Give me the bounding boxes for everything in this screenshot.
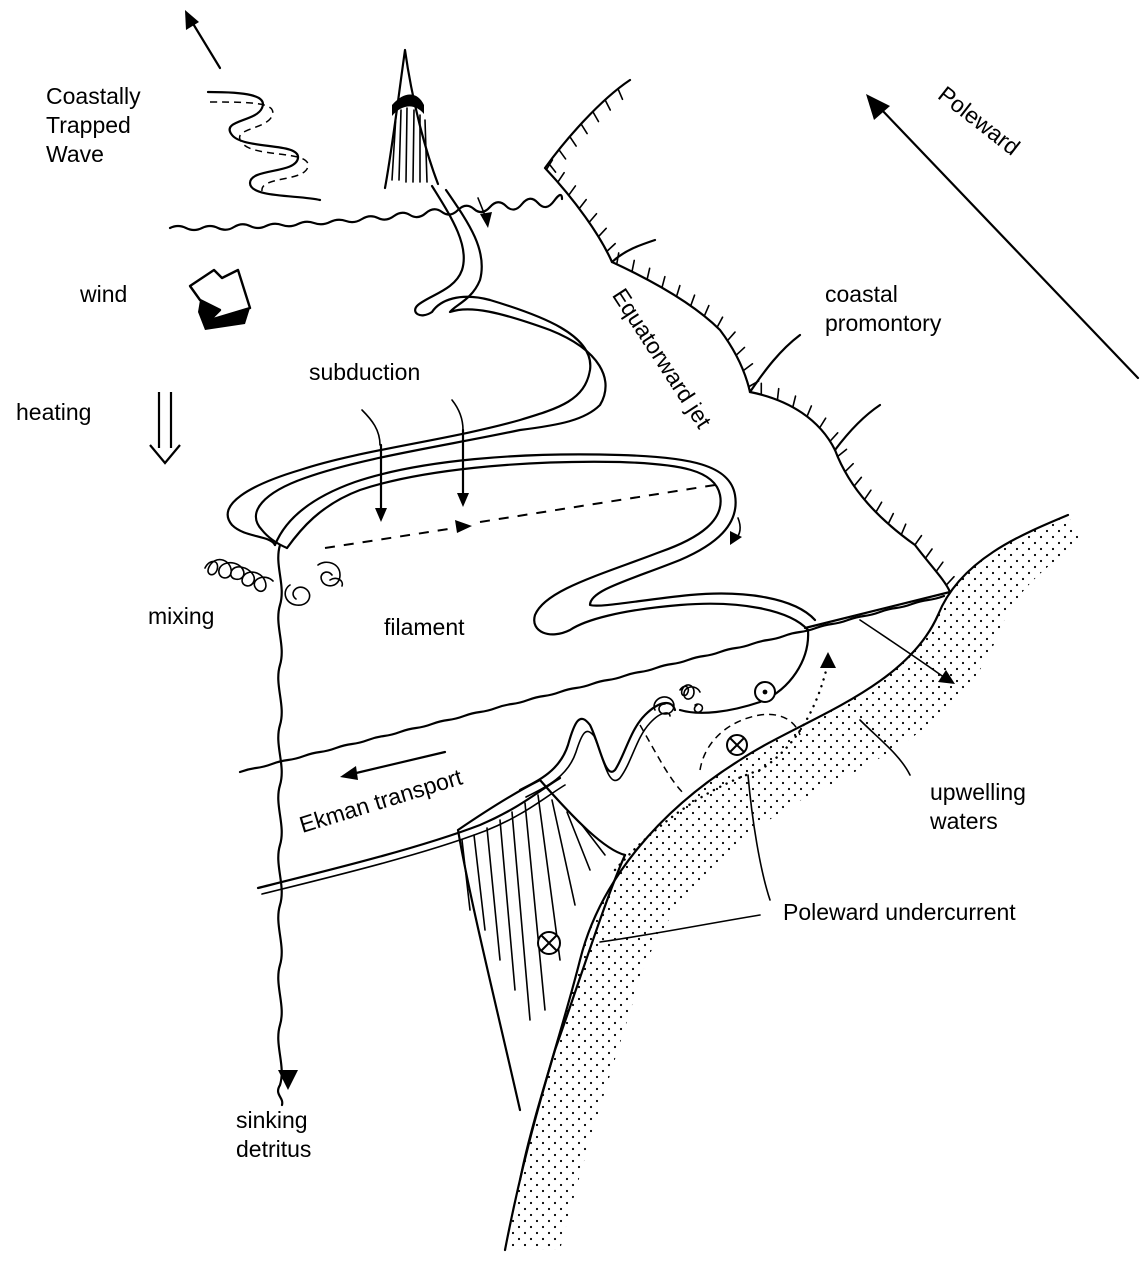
coast-hatch-tick	[589, 214, 596, 223]
coast-hatch-tick	[632, 260, 634, 271]
mixing-label: mixing	[148, 602, 214, 631]
upwelling-waters-label: upwelling waters	[930, 778, 1026, 836]
mixing-eddies-left	[205, 560, 342, 606]
coast-hatch-tick	[593, 112, 599, 122]
sd-line-2: detritus	[236, 1135, 311, 1164]
coast-hatch-tick	[607, 244, 615, 252]
coast-hatch-tick	[946, 577, 954, 585]
coast-hatch-tick	[598, 228, 606, 236]
coast-hatch-tick	[736, 347, 744, 355]
coastal-promontory-label: coastal promontory	[825, 280, 941, 338]
subduction-pointer-2	[452, 400, 463, 430]
coastally-trapped-wave-label: Coastally Trapped Wave	[46, 82, 141, 168]
coast-hatch-tick	[691, 295, 695, 306]
subduction-arrowhead-2	[457, 493, 469, 507]
coast-hatch-tick	[579, 200, 586, 209]
subduction-pointer-1	[362, 410, 380, 445]
coast-hatch-tick	[876, 502, 882, 512]
wave-arrowhead	[185, 10, 199, 30]
coast-hatch-tick	[704, 306, 709, 316]
coast-hatch-tick	[901, 524, 905, 535]
cross-symbol-lower	[538, 932, 560, 954]
coast-hatch-tick	[925, 549, 932, 558]
heating-label: heating	[16, 398, 91, 427]
jet-arrowhead-mid	[730, 531, 742, 545]
dot-symbol	[755, 682, 775, 702]
coast-bump-2	[835, 405, 880, 450]
coast-hatch-tick	[830, 433, 838, 441]
coast-hatch-tick	[807, 406, 811, 417]
shelf-jet-edge	[680, 630, 808, 713]
coast-hatch-tick	[605, 100, 610, 110]
coast-hatch-tick	[647, 268, 650, 279]
sd-line-1: sinking	[236, 1106, 311, 1135]
spire-hatching	[392, 108, 427, 182]
coast-hatch-tick	[854, 477, 861, 486]
trapped-wave-dashed	[210, 102, 308, 191]
coast-hatch-tick	[581, 124, 587, 134]
coast-hatch-tick	[845, 464, 853, 472]
ctw-line-1: Coastally	[46, 82, 141, 111]
coast-hatch-tick	[618, 89, 622, 99]
coastal-promontory-bump	[750, 335, 800, 392]
ctw-line-2: Trapped	[46, 111, 141, 140]
coast-hatch-tick	[820, 418, 826, 428]
heating-arrow	[150, 392, 180, 463]
jet-arrowhead-top	[480, 212, 492, 228]
cross-symbol-upper	[727, 735, 747, 755]
coast-hatch-tick	[936, 562, 943, 571]
coast-hatch-tick	[838, 449, 847, 456]
uw-line-2: waters	[930, 807, 1026, 836]
cp-line-2: promontory	[825, 309, 941, 338]
coast-hatch-tick	[559, 150, 566, 159]
coast-hatch-tick	[743, 364, 752, 371]
subduction-arrowhead-1	[375, 508, 387, 522]
poleward-undercurrent-label: Poleward undercurrent	[783, 898, 1016, 927]
shelf-surface-line	[805, 592, 950, 628]
filament-loop-outer	[287, 462, 808, 635]
uw-line-1: upwelling	[930, 778, 1026, 807]
wave-arrow	[192, 22, 220, 68]
coast-hatch-tick	[617, 253, 619, 264]
coast-hatch-tick	[864, 490, 870, 499]
cp-line-1: coastal	[825, 280, 941, 309]
coast-hatch-tick	[777, 389, 778, 400]
subsurface-dashed-flow-2	[480, 485, 715, 522]
coast-hatch-tick	[727, 332, 735, 341]
trapped-wave-solid	[208, 92, 320, 200]
surface-line-upper	[170, 195, 562, 230]
coast-hatch-tick	[793, 396, 796, 407]
ctw-line-3: Wave	[46, 140, 141, 169]
sinking-detritus-line	[278, 545, 282, 1105]
ekman-transport-arrowhead	[340, 766, 358, 780]
ekman-meander-inner	[526, 713, 670, 797]
coast-hatch-tick	[717, 317, 722, 327]
coast-hatch-tick	[662, 277, 665, 288]
coast-hatch-tick	[677, 286, 680, 297]
shelf-stipple	[505, 515, 1080, 1250]
wind-label: wind	[80, 280, 127, 309]
subsurface-dashed-arrowhead	[455, 520, 472, 533]
coast-hatch-tick	[570, 137, 576, 146]
subduction-label: subduction	[309, 358, 420, 387]
coast-hatch-tick	[569, 186, 576, 195]
filament-label: filament	[384, 613, 465, 642]
mixing-eddies-right	[654, 685, 702, 714]
coast-hatch-tick	[915, 536, 922, 545]
coast-hatch-tick	[558, 173, 564, 182]
sinking-detritus-label: sinking detritus	[236, 1106, 311, 1164]
subsurface-dashed-flow	[325, 528, 455, 548]
upwelling-arrowhead	[820, 652, 836, 668]
coast-hatch-tick	[888, 514, 893, 524]
